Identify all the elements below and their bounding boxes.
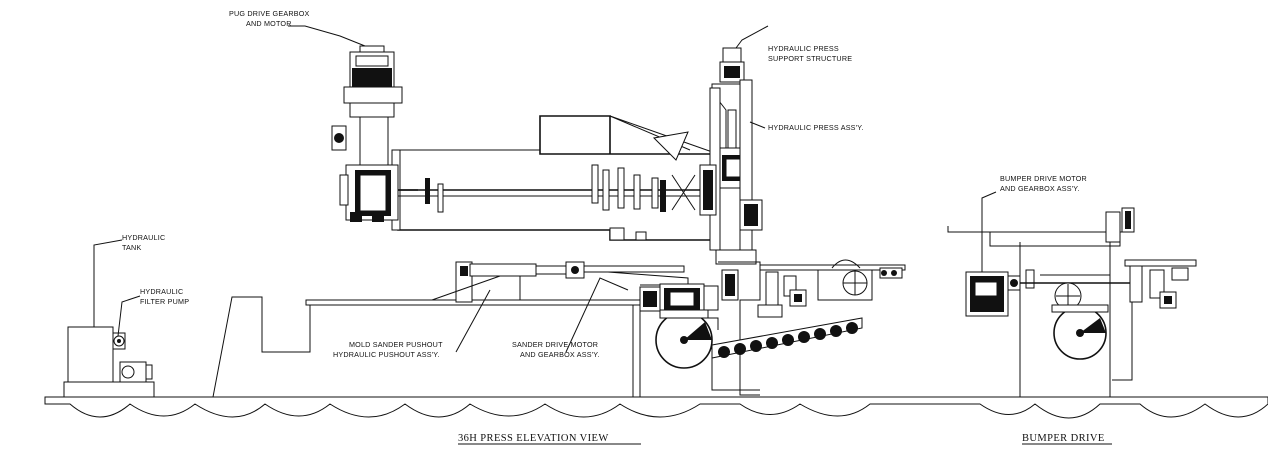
sander-drive-motor (639, 283, 719, 315)
ground-profile (44, 396, 1268, 419)
callout-leaders (93, 25, 997, 353)
label-bumper-motor-line2: AND GEARBOX ASS'Y. (1000, 184, 1080, 193)
view-titles: 36H PRESS ELEVATION VIEW BUMPER DRIVE (458, 433, 1112, 445)
mold-sander-pushout (431, 261, 689, 303)
hydraulic-press-assembly (699, 47, 763, 265)
label-sander-drive-line2: AND GEARBOX ASS'Y. (520, 350, 600, 359)
label-hydraulic-tank-line1: HYDRAULIC (122, 233, 165, 242)
inclined-conveyor (711, 317, 863, 391)
label-filter-pump-line2: FILTER PUMP (140, 297, 189, 306)
callout-labels: PUG DRIVE GEARBOX AND MOTOR HYDRAULIC PR… (122, 9, 1087, 359)
label-press-support-line2: SUPPORT STRUCTURE (768, 54, 852, 63)
hydraulic-tank (63, 326, 155, 398)
label-hydraulic-tank-line2: TANK (122, 243, 141, 252)
label-pug-drive-line1: PUG DRIVE GEARBOX (229, 9, 309, 18)
title-bumper-drive: BUMPER DRIVE (1022, 433, 1105, 444)
title-main-view: 36H PRESS ELEVATION VIEW (458, 433, 609, 444)
label-mold-sander-line2: HYDRAULIC PUSHOUT ASS'Y. (333, 350, 440, 359)
sander-frame (633, 259, 906, 397)
pug-drive-gearbox-motor (331, 45, 418, 222)
label-bumper-motor-line1: BUMPER DRIVE MOTOR (1000, 174, 1087, 183)
pug-mill-barrel (391, 115, 720, 241)
label-sander-drive-line1: SANDER DRIVE MOTOR (512, 340, 598, 349)
bumper-drive-view (947, 207, 1197, 397)
label-hydraulic-press-assy: HYDRAULIC PRESS ASS'Y. (768, 123, 864, 132)
label-mold-sander-line1: MOLD SANDER PUSHOUT (349, 340, 443, 349)
label-filter-pump-line1: HYDRAULIC (140, 287, 183, 296)
label-press-support-line1: HYDRAULIC PRESS (768, 44, 839, 53)
label-pug-drive-line2: AND MOTOR (246, 19, 292, 28)
